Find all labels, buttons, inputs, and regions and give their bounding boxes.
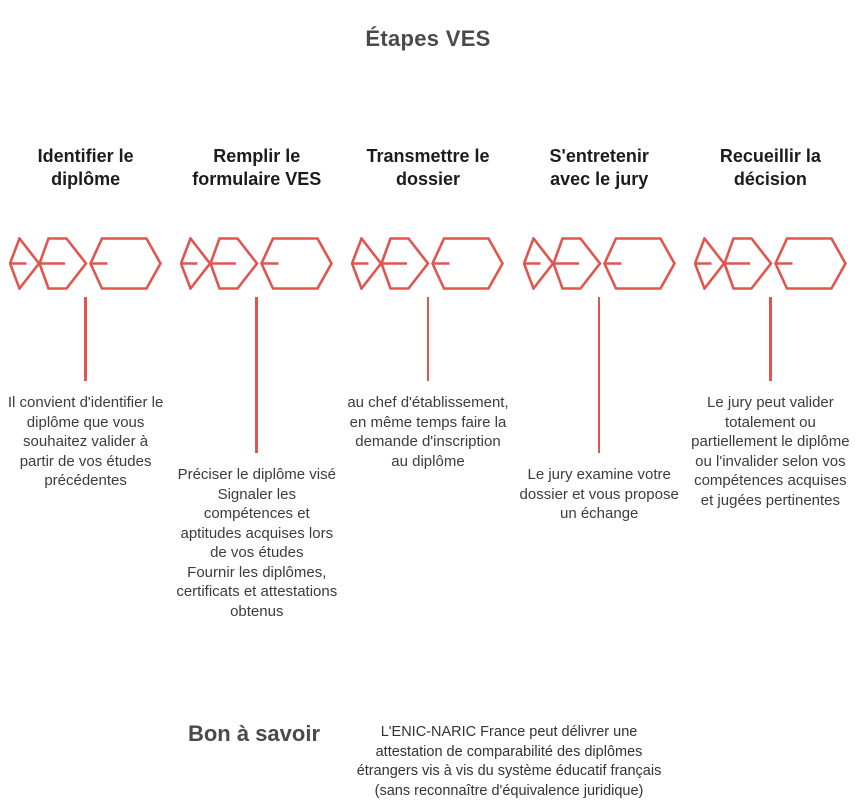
connector-line: [255, 297, 259, 453]
footer-label: Bon à savoir: [187, 721, 321, 746]
connector-line: [769, 297, 772, 381]
step-description: Il convient d'identifier le diplôme que …: [7, 394, 164, 489]
connector-line: [597, 297, 601, 453]
step-heading: S'entretenir avec le jury: [549, 146, 649, 190]
footer-text: L'ENIC-NARIC France peut délivrer une at…: [356, 724, 662, 799]
chevron-arrow-icon: [693, 237, 847, 290]
steps-row: Identifier le diplôme Il convient d'iden…: [0, 145, 856, 621]
step-description: Le jury peut valider totalement ou parti…: [691, 394, 850, 509]
step-heading: Recueillir la décision: [719, 146, 821, 190]
step-description: au chef d'établissement, en même temps f…: [347, 394, 509, 470]
step-sentretenir-avec-le-jury: S'entretenir avec le jury Le jury examin…: [514, 145, 685, 621]
step-heading: Transmettre le dossier: [366, 146, 490, 190]
chevron-arrow-icon: [9, 237, 163, 290]
step-heading: Remplir le formulaire VES: [192, 146, 322, 190]
connector-line: [84, 297, 87, 381]
step-description: Le jury examine votre dossier et vous pr…: [519, 466, 679, 522]
step-heading: Identifier le diplôme: [37, 146, 134, 190]
step-transmettre-le-dossier: Transmettre le dossier au chef d'établis…: [342, 145, 513, 621]
connector-line: [426, 297, 430, 381]
step-recueillir-la-decision: Recueillir la décision Le jury peut vali…: [685, 145, 856, 621]
step-identifier-le-diplome: Identifier le diplôme Il convient d'iden…: [0, 145, 171, 621]
page-title: Étapes VES: [365, 26, 491, 51]
chevron-arrow-icon: [351, 237, 505, 290]
step-description: Préciser le diplôme visé Signaler les co…: [176, 466, 338, 620]
footer-note: Bon à savoir L'ENIC-NARIC France peut dé…: [0, 721, 856, 801]
chevron-arrow-icon: [522, 237, 676, 290]
step-remplir-le-formulaire-ves: Remplir le formulaire VES Préciser le di…: [171, 145, 342, 621]
chevron-arrow-icon: [180, 237, 334, 290]
